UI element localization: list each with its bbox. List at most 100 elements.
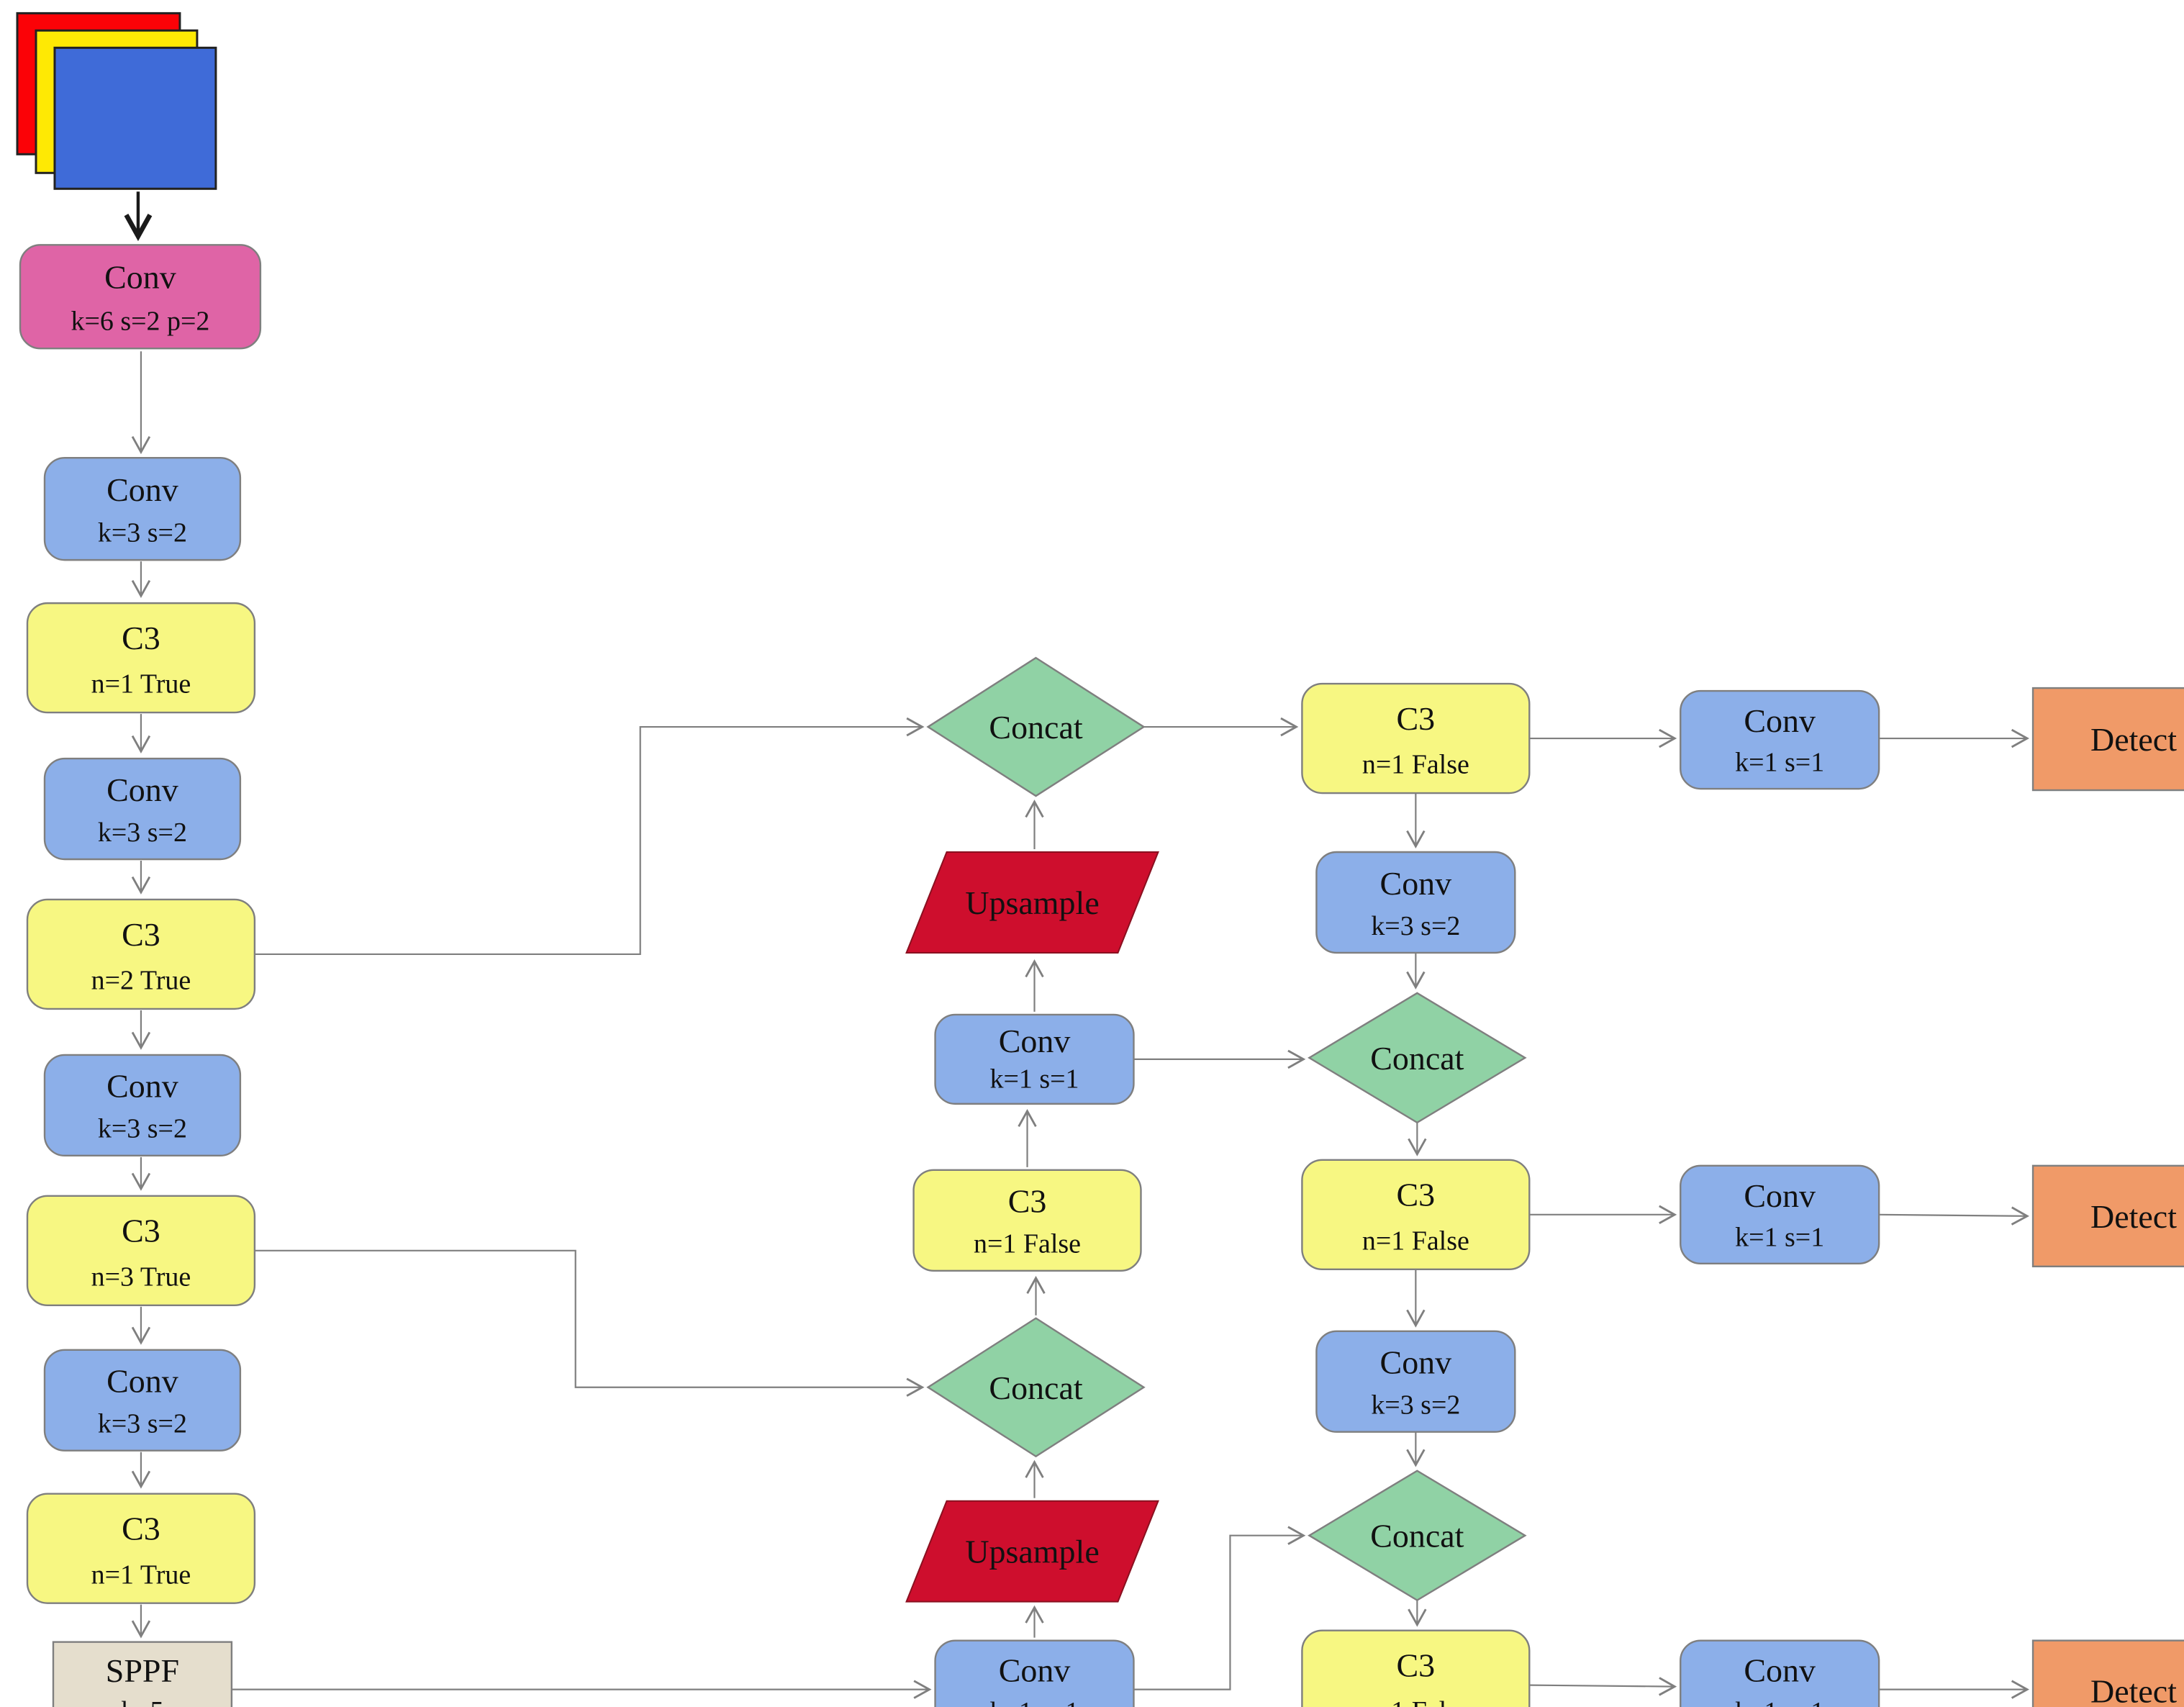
edge-c3-3-skip-to-concat: [254, 1249, 925, 1397]
input-image-stack: [16, 12, 217, 190]
out-conv-bot-box: [1680, 1639, 1880, 1707]
detect-top-box: [2031, 687, 2184, 792]
head-conv-s2-2-sublabel: k=3 s=2: [1371, 1390, 1460, 1421]
node-neck-c3: C3 n=1 False: [912, 1169, 1142, 1272]
node-head-c3-top: C3 n=1 False: [1301, 682, 1531, 794]
neck-conv-2-sublabel: k=1 s=1: [989, 1697, 1079, 1707]
node-backbone-conv1: Conv k=3 s=2: [43, 456, 242, 561]
neck-conv-2-box: [934, 1639, 1135, 1707]
backbone-c3-3-label: C3: [122, 1213, 160, 1249]
node-backbone-c3-1: C3 n=1 True: [26, 602, 256, 714]
head-concat-bot-label: Concat: [1370, 1518, 1464, 1554]
neck-upsample-2-label: Upsample: [965, 1534, 1099, 1570]
backbone-c3-4-sublabel: n=1 True: [91, 1559, 191, 1590]
neck-conv-1-sublabel: k=1 s=1: [989, 1064, 1079, 1095]
head-conv-s2-1-label: Conv: [1380, 865, 1452, 902]
sppf-label: SPPF: [106, 1652, 179, 1689]
head-c3-top-label: C3: [1397, 700, 1436, 737]
head-c3-bot-box: [1301, 1629, 1531, 1707]
sppf-sublabel: k=5: [121, 1696, 163, 1707]
head-c3-top-sublabel: n=1 False: [1362, 750, 1469, 780]
node-neck-conv-2: Conv k=1 s=1: [934, 1639, 1135, 1707]
backbone-c3-2-box: [26, 898, 256, 1010]
edge-neck-conv2-to-concat-bot-right: [1133, 1526, 1306, 1690]
detect-top-label: Detect: [2090, 721, 2177, 758]
backbone-conv3-label: Conv: [107, 1068, 178, 1105]
head-c3-top-box: [1301, 682, 1531, 794]
out-conv-top-sublabel: k=1 s=1: [1735, 748, 1824, 778]
head-c3-mid-sublabel: n=1 False: [1362, 1226, 1469, 1256]
backbone-conv4-box: [43, 1349, 242, 1452]
out-conv-bot-sublabel: k=1 s=1: [1735, 1697, 1824, 1707]
sppf-box: [52, 1641, 233, 1707]
head-conv-s2-2-label: Conv: [1380, 1344, 1452, 1381]
edge-conv-mid-to-detect-mid: [1879, 1206, 2030, 1226]
detect-mid-box: [2031, 1164, 2184, 1268]
node-detect-top: Detect: [2031, 687, 2184, 792]
out-conv-top-box: [1680, 689, 1880, 790]
backbone-c3-2-label: C3: [122, 916, 160, 953]
neck-c3-sublabel: n=1 False: [974, 1229, 1081, 1259]
head-conv-s2-2-box: [1315, 1330, 1516, 1433]
node-out-conv-bot: Conv k=1 s=1: [1680, 1639, 1880, 1707]
node-backbone-c3-4: C3 n=1 True: [26, 1493, 256, 1604]
node-head-conv-s2-1: Conv k=3 s=2: [1315, 851, 1516, 954]
head-c3-bot-label: C3: [1397, 1647, 1436, 1683]
detect-bot-label: Detect: [2090, 1673, 2177, 1707]
node-head-conv-s2-2: Conv k=3 s=2: [1315, 1330, 1516, 1433]
node-head-concat-mid: Concat: [1308, 992, 1527, 1124]
head-conv-s2-1-sublabel: k=3 s=2: [1371, 911, 1460, 941]
head-c3-mid-box: [1301, 1159, 1531, 1271]
node-backbone-conv3: Conv k=3 s=2: [43, 1054, 242, 1157]
backbone-c3-4-label: C3: [122, 1511, 160, 1547]
node-detect-mid: Detect: [2031, 1164, 2184, 1268]
backbone-conv1-sublabel: k=3 s=2: [98, 518, 187, 548]
detect-bot-box: [2031, 1639, 2184, 1707]
head-concat-mid-diamond: [1308, 992, 1527, 1124]
input-blue-layer: [53, 46, 217, 190]
neck-concat-bot-label: Concat: [989, 1369, 1082, 1406]
backbone-c3-4-box: [26, 1493, 256, 1604]
out-conv-bot-label: Conv: [1744, 1652, 1816, 1689]
node-neck-conv-1: Conv k=1 s=1: [934, 1013, 1135, 1105]
out-conv-mid-label: Conv: [1744, 1177, 1816, 1214]
neck-conv-2-label: Conv: [999, 1652, 1071, 1689]
backbone-c3-1-box: [26, 602, 256, 714]
neck-conv-1-label: Conv: [999, 1023, 1071, 1059]
node-head-c3-mid: C3 n=1 False: [1301, 1159, 1531, 1271]
neck-c3-label: C3: [1008, 1183, 1047, 1220]
node-sppf: SPPF k=5: [52, 1641, 233, 1707]
node-backbone-c3-3: C3n=3 True: [26, 1195, 256, 1306]
neck-upsample-1-label: Upsample: [965, 884, 1099, 921]
backbone-conv2-label: Conv: [107, 771, 178, 808]
head-concat-mid-label: Concat: [1370, 1040, 1464, 1077]
backbone-c3-1-label: C3: [122, 620, 160, 656]
edge-c3-bot-to-conv-bot: [1529, 1677, 1677, 1696]
node-head-concat-bot: Concat: [1308, 1470, 1527, 1602]
edges-layer: [138, 191, 2030, 1699]
head-c3-mid-label: C3: [1397, 1177, 1436, 1213]
neck-conv-1-box: [934, 1013, 1135, 1105]
backbone-conv3-sublabel: k=3 s=2: [98, 1114, 187, 1144]
neck-upsample-1-parallelogram: [905, 851, 1159, 954]
neck-c3-box: [912, 1169, 1142, 1272]
head-c3-bot-sublabel: n=1 False: [1362, 1696, 1469, 1707]
backbone-conv3-box: [43, 1054, 242, 1157]
out-conv-mid-box: [1680, 1164, 1880, 1265]
node-neck-concat-top: Concat: [926, 656, 1146, 797]
backbone-conv0-box: [19, 244, 262, 350]
node-backbone-c3-2: C3n=2 True: [26, 898, 256, 1010]
node-neck-upsample-1: Upsample: [905, 851, 1159, 954]
backbone-conv1-label: Conv: [107, 471, 178, 508]
backbone-c3-1-sublabel: n=1 True: [91, 669, 191, 699]
backbone-conv0-label: Conv: [104, 259, 176, 296]
neck-upsample-2-parallelogram: [905, 1500, 1159, 1603]
edge-c3-2-skip-to-concat: [254, 717, 925, 956]
neck-concat-bot-diamond: [926, 1317, 1146, 1458]
backbone-conv1-box: [43, 456, 242, 561]
